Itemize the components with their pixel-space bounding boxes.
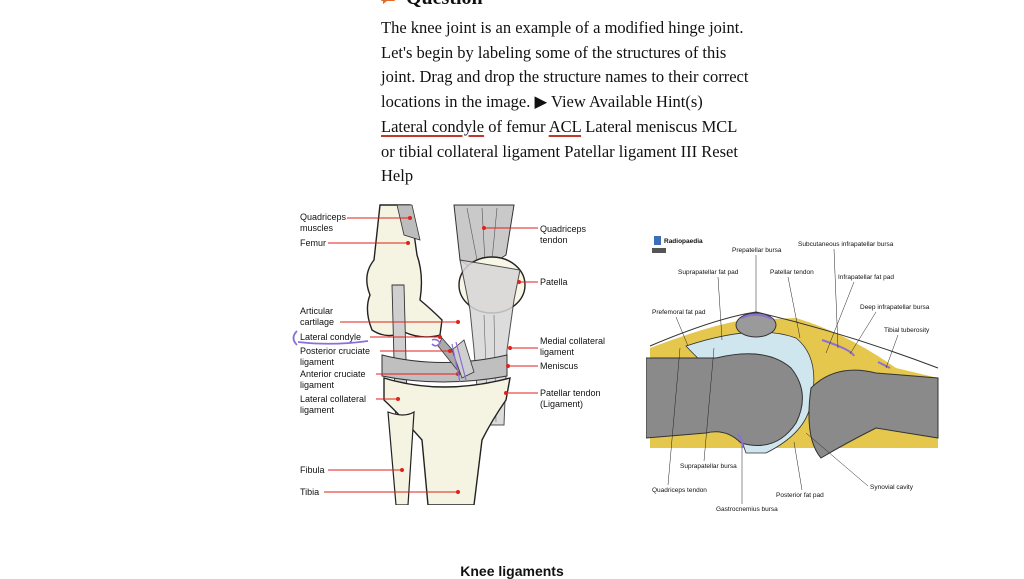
help-button[interactable]: Help [381,166,414,186]
label-lateral-collateral-1: Lateral collateral [300,394,366,404]
label-articular-cartilage-2: cartilage [300,317,334,327]
radiopaedia-logo: Radiopaedia [652,236,703,253]
label-articular-cartilage-1: Articular [300,306,333,316]
question-text: The knee joint is an example of a modifi… [381,16,751,189]
label-prefemoral-fat-pad: Prefemoral fat pad [652,309,706,316]
label-deep-infrapatellar-bursa: Deep infrapatellar bursa [860,304,930,311]
label-quadriceps-muscles-2: muscles [300,223,334,233]
label-gastrocnemius-bursa: Gastrocnemius bursa [716,506,778,513]
right-labels: Quadriceps tendon Patella Medial collate… [482,224,605,409]
label-quadriceps-muscles-1: Quadriceps [300,212,347,222]
label-lateral-collateral-2: ligament [300,405,335,415]
annotation-underline [297,340,369,345]
label-medial-collateral-1: Medial collateral [540,336,605,346]
annotation-acl-marks [451,341,467,383]
label-quadriceps-tendon-1: Quadriceps [540,224,587,234]
sagittal-labels: Prepatellar bursa Subcutaneous infrapate… [652,241,930,513]
annotation-bracket-top [292,330,298,346]
label-patellar-tendon-1: Patellar tendon [540,388,601,398]
speech-bubble-icon [381,0,395,4]
heading-text: Question [406,0,483,10]
left-labels: Quadriceps muscles Femur Articular carti… [300,212,460,497]
knee-sagittal-diagram: Radiopaedia Prepatellar bursa Subcutaneo… [646,236,939,513]
label-lateral-condyle: Lateral condyle [300,332,361,342]
view-hints-link[interactable]: ▶ View Available Hint(s) [534,92,703,112]
annotation-scribble [431,338,441,347]
label-femur: Femur [300,238,326,248]
brand-text: Radiopaedia [664,238,703,245]
label-anterior-cruciate-2: ligament [300,380,335,390]
figure-caption: Knee ligaments [460,563,564,579]
label-posterior-fat-pad: Posterior fat pad [776,492,824,499]
reset-icon[interactable]: III [680,141,698,161]
label-quadriceps-tendon-2: tendon [540,235,568,245]
label-fibula: Fibula [300,465,325,475]
question-items: Lateral meniscus MCL or tibial collatera… [381,116,737,161]
knee-anatomy-diagram: Quadriceps muscles Femur Articular carti… [292,204,605,505]
label-subcutaneous-infrapatellar-bursa: Subcutaneous infrapatellar bursa [798,241,894,248]
label-infrapatellar-fat-pad: Infrapatellar fat pad [838,274,894,281]
label-prepatellar-bursa: Prepatellar bursa [732,247,782,254]
label-posterior-cruciate-1: Posterior cruciate [300,346,370,356]
label-patellar-tendon-2: (Ligament) [540,399,583,409]
label-synovial-cavity: Synovial cavity [870,484,914,491]
label-quadriceps-tendon: Quadriceps tendon [652,487,707,494]
draggable-acl[interactable]: ACL [548,116,582,136]
question-heading: Question [380,0,483,10]
label-patellar-tendon: Patellar tendon [770,269,814,276]
question-body: The knee joint is an example of a modifi… [381,18,749,112]
label-anterior-cruciate-1: Anterior cruciate [300,369,366,379]
label-posterior-cruciate-2: ligament [300,357,335,367]
label-meniscus: Meniscus [540,361,579,371]
label-suprapatellar-bursa: Suprapatellar bursa [680,463,737,470]
reset-button[interactable]: Reset [697,141,738,161]
draggable-lateral-condyle[interactable]: Lateral condyle [381,116,485,136]
label-tibia: Tibia [300,487,319,497]
label-medial-collateral-2: ligament [540,347,575,357]
label-suprapatellar-fat-pad: Suprapatellar fat pad [678,269,739,276]
label-patella: Patella [540,277,568,287]
label-tibial-tuberosity: Tibial tuberosity [884,327,930,334]
text-of-femur: of femur [484,116,549,136]
